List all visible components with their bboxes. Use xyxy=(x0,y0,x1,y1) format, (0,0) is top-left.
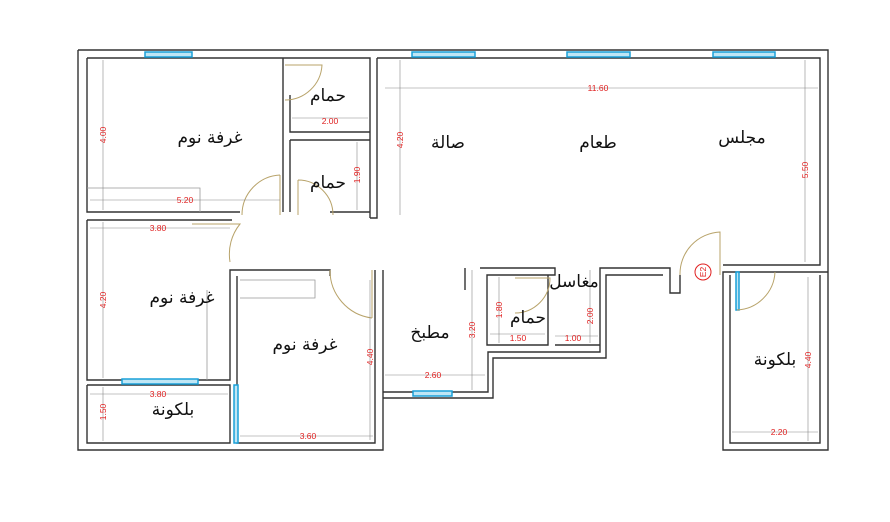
dimension-labels: 11.60 4.20 5.50 4.00 5.20 2.00 1.90 3.80… xyxy=(98,83,813,441)
room-label-bedroom: غرفة نوم xyxy=(178,128,243,148)
walls xyxy=(77,49,829,451)
dim-label: 3.20 xyxy=(467,321,477,338)
dim-label: 5.50 xyxy=(800,161,810,178)
window xyxy=(233,384,239,444)
room-label-balcony: بلكونة xyxy=(754,350,796,370)
windows xyxy=(121,51,776,444)
dim-label: 3.80 xyxy=(150,223,167,233)
room-label-bathroom: حمام xyxy=(310,86,346,106)
dim-label: 4.20 xyxy=(395,131,405,148)
room-label-kitchen: مطبخ xyxy=(410,323,449,343)
window xyxy=(412,390,453,397)
dim-label: 1.50 xyxy=(98,403,108,420)
dim-label: 4.00 xyxy=(98,126,108,143)
dim-label: 2.60 xyxy=(425,370,442,380)
room-label-majlis: مجلس xyxy=(718,128,765,148)
entrance-tag: E2 xyxy=(694,263,712,281)
dim-label: 4.40 xyxy=(365,348,375,365)
dim-label: 4.40 xyxy=(803,351,813,368)
window xyxy=(144,51,193,58)
dim-label: 1.50 xyxy=(510,333,527,343)
dim-label: 1.80 xyxy=(494,301,504,318)
dim-label: 3.60 xyxy=(300,431,317,441)
room-label-bedroom: غرفة نوم xyxy=(273,335,338,355)
doors xyxy=(192,64,776,319)
room-label-bathroom: حمام xyxy=(510,308,546,328)
dim-label: 5.20 xyxy=(177,195,194,205)
dim-label: 4.20 xyxy=(98,291,108,308)
room-label-bedroom: غرفة نوم xyxy=(150,288,215,308)
window xyxy=(411,51,476,58)
dim-label: 11.60 xyxy=(588,83,609,93)
room-label-living: صالة xyxy=(431,133,465,153)
room-label-bathroom: حمام xyxy=(310,173,346,193)
window xyxy=(712,51,776,58)
dimension-lines xyxy=(90,60,818,441)
dim-label: 2.20 xyxy=(771,427,788,437)
dim-label: 3.80 xyxy=(150,389,167,399)
window xyxy=(121,378,199,385)
dim-label: 2.00 xyxy=(585,307,595,324)
room-label-sinks: مغاسل xyxy=(549,272,599,292)
window xyxy=(566,51,631,58)
room-label-balcony: بلكونة xyxy=(152,400,194,420)
room-labels: غرفة نوم حمام حمام صالة طعام مجلس غرفة ن… xyxy=(150,86,797,420)
dim-label: 1.00 xyxy=(565,333,582,343)
entrance-label: E2 xyxy=(698,267,708,278)
dim-label: 2.00 xyxy=(322,116,339,126)
window xyxy=(735,271,740,311)
dim-label: 1.90 xyxy=(352,166,362,183)
room-label-dining: طعام xyxy=(579,133,616,153)
